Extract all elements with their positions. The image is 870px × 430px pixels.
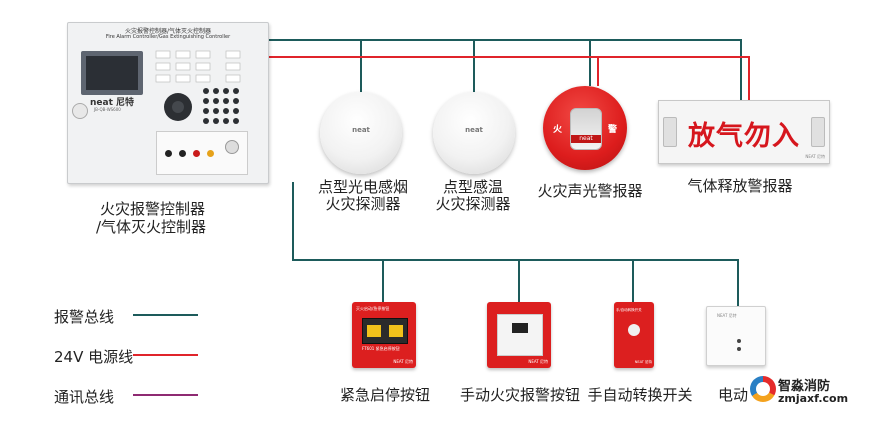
estop-top-text: 灭火启动/急停按钮 — [356, 306, 390, 311]
watermark-url: zmjaxf.com — [778, 392, 849, 405]
manual-alarm-button-device: NEAT 尼特 — [487, 302, 551, 368]
controller-brand: neat 尼特 — [90, 98, 135, 108]
smoke-detector-brand: neat — [352, 126, 370, 134]
gas-release-sign: 放气勿入 NEAT 尼特 — [658, 100, 830, 164]
smoke-detector: neat — [320, 92, 402, 174]
door-lock-icon — [72, 103, 88, 119]
alarm-caption: 火灾声光警报器 — [537, 182, 643, 200]
alarm-brand: neat — [579, 135, 593, 142]
controller-caption-line2: /气体灭火控制器 — [96, 218, 207, 236]
controller-title-en: Fire Alarm Controller/Gas Extinguishing … — [105, 34, 231, 40]
controller-screen — [81, 51, 143, 95]
smoke-detector-caption-line1: 点型光电感烟 — [318, 178, 409, 196]
switch-top-text: 手/自动转换开关 — [616, 308, 642, 312]
controller-keypad — [155, 50, 241, 124]
heat-detector-brand: neat — [465, 126, 483, 134]
alarm-char-left: 火 — [553, 125, 563, 135]
sign-text: 放气勿入 — [688, 121, 800, 152]
sign-lamp-right — [811, 117, 825, 147]
controller-title-cn: 火灾报警控制器/气体灭火控制器 — [124, 28, 212, 35]
legend-alarm-bus: 报警总线 — [54, 308, 115, 326]
heat-detector: neat — [433, 92, 515, 174]
estop-caption: 紧急启停按钮 — [339, 386, 430, 404]
controller-caption-line1: 火灾报警控制器 — [100, 200, 206, 218]
alarm-bus-wires — [267, 39, 742, 308]
estop-brand: NEAT 尼特 — [393, 359, 413, 364]
module-brand: NEAT 尼特 — [717, 313, 737, 318]
manual-button-caption: 手动火灾报警按钮 — [459, 386, 580, 404]
legend-power-line: 24V 电源线 — [54, 348, 134, 366]
heat-detector-caption-line1: 点型感温 — [442, 178, 503, 196]
switch-key-icon — [628, 324, 640, 336]
watermark-name: 智淼消防 — [778, 379, 831, 394]
estop-window — [362, 318, 408, 344]
sign-caption: 气体释放警报器 — [687, 177, 793, 195]
electric-caption: 电动 — [718, 386, 749, 404]
electric-module-device: NEAT 尼特 — [706, 306, 766, 366]
manual-button-face — [497, 314, 543, 356]
switch-brand: NEAT 尼特 — [634, 360, 652, 364]
alarm-lens: neat — [570, 108, 602, 150]
alarm-char-right: 警 — [608, 125, 618, 135]
watermark-logo-icon — [750, 376, 776, 402]
power-line-wires — [267, 56, 750, 100]
sign-brand: NEAT 尼特 — [805, 154, 825, 159]
switch-caption: 手自动转换开关 — [587, 386, 693, 404]
watermark: 智淼消防 zmjaxf.com — [750, 374, 866, 408]
emergency-stop-button-device: 灭火启动/急停按钮 FT601 紧急启停按钮 NEAT 尼特 — [352, 302, 416, 368]
heat-detector-caption-line2: 火灾探测器 — [435, 195, 511, 213]
manual-button-brand: NEAT 尼特 — [528, 359, 548, 364]
sign-lamp-left — [663, 117, 677, 147]
sound-light-alarm: 火 警 neat — [543, 86, 627, 170]
legend-comm-bus: 通讯总线 — [54, 388, 115, 406]
fire-alarm-controller: 火灾报警控制器/气体灭火控制器 Fire Alarm Controller/Ga… — [67, 22, 269, 184]
estop-mid-text: FT601 紧急启停按钮 — [362, 346, 400, 351]
smoke-detector-caption-line2: 火灾探测器 — [325, 195, 401, 213]
controller-control-panel — [156, 131, 248, 175]
controller-model: JB-QB-WS600 — [94, 107, 121, 112]
auto-manual-switch-device: 手/自动转换开关 NEAT 尼特 — [614, 302, 654, 368]
